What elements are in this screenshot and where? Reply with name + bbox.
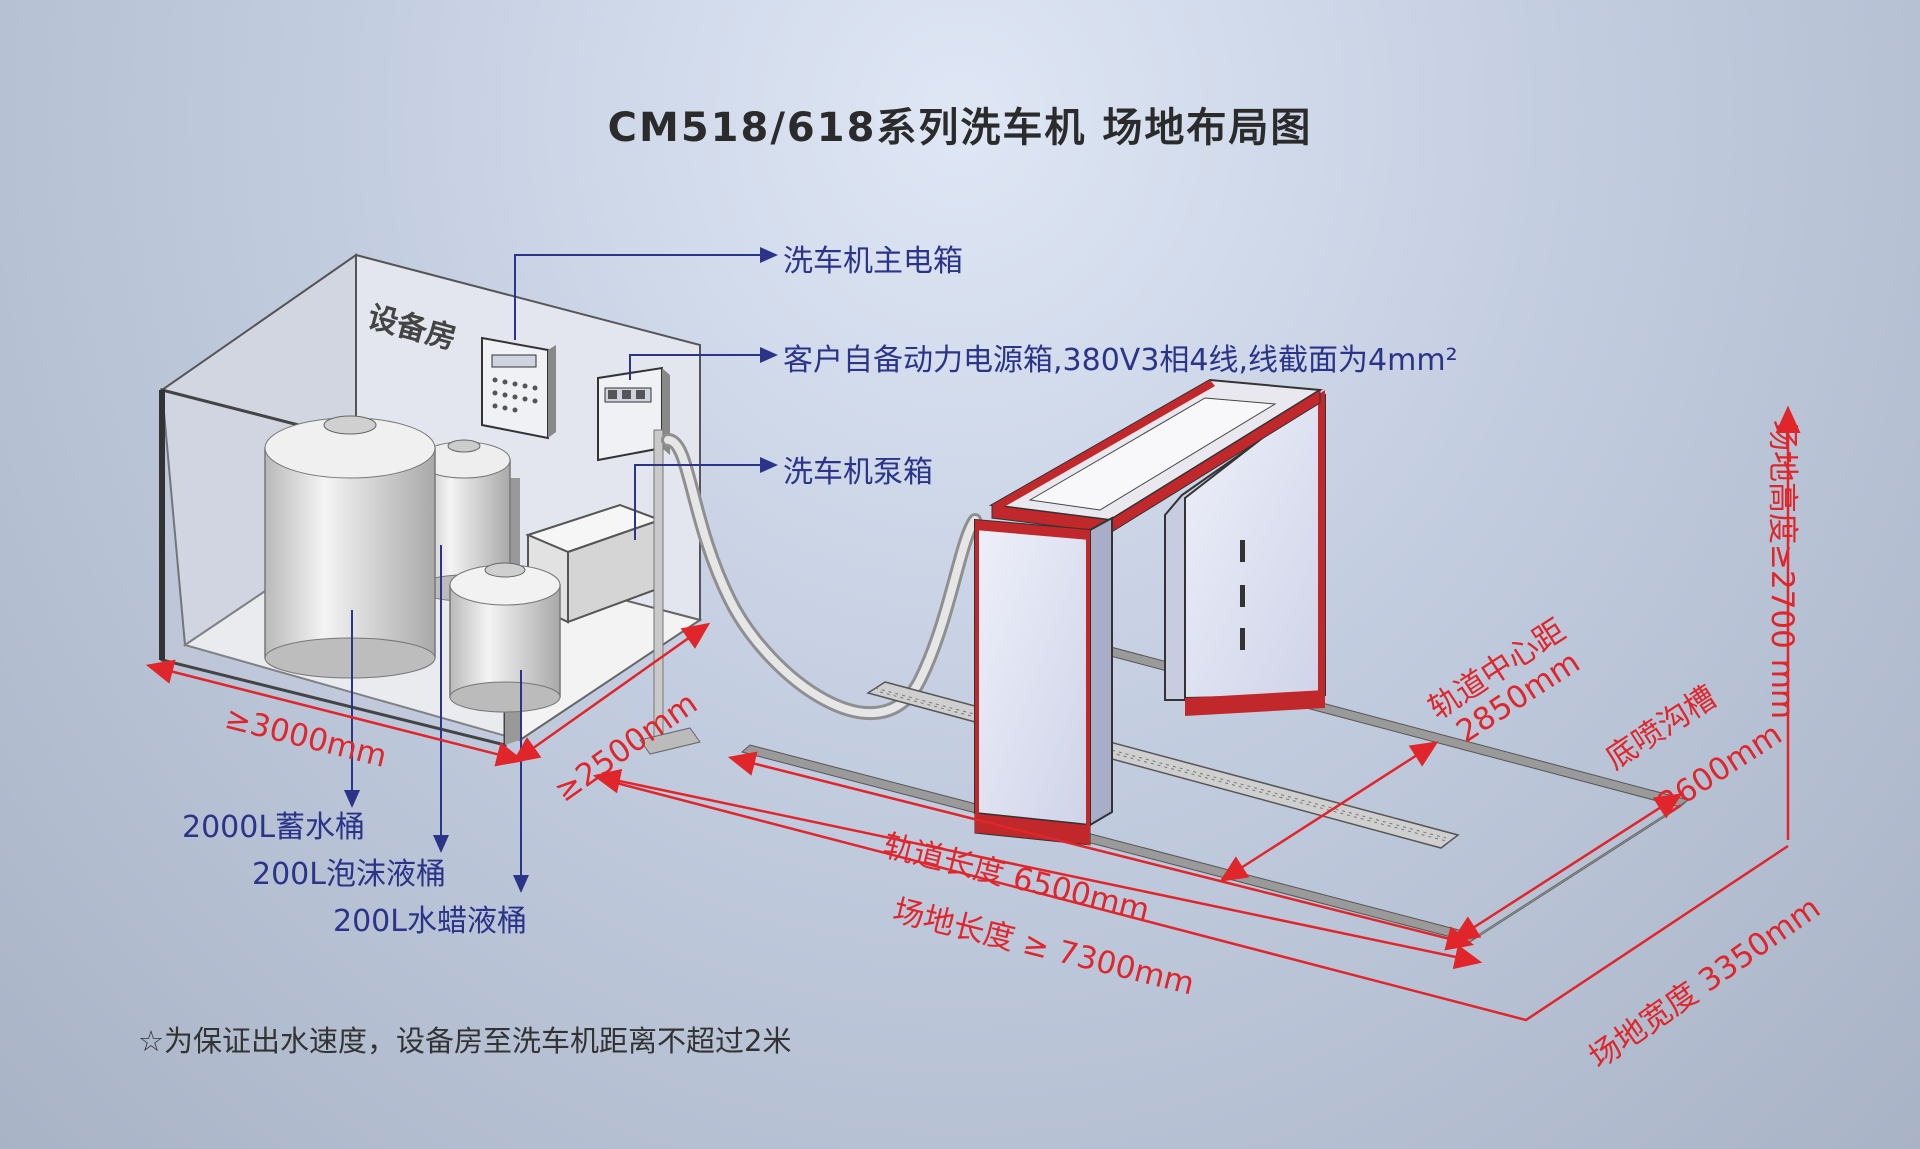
foam-tank-callout: 200L泡沫液桶: [252, 857, 446, 892]
water-tank-callout: 2000L蓄水桶: [182, 810, 366, 845]
site-height-label: 场地高度≥2700 mm: [1764, 420, 1800, 720]
water-tank: [264, 415, 436, 679]
dimension-lines: [145, 405, 1801, 1022]
page-title: CM518/618系列洗车机 场地布局图: [607, 105, 1313, 151]
main-control-box: [481, 336, 556, 440]
power-box-callout: 客户自备动力电源箱,380V3相4线,线截面为4mm²: [783, 343, 1458, 378]
main-box-callout: 洗车机主电箱: [783, 244, 963, 279]
wax-tank-callout: 200L水蜡液桶: [333, 904, 527, 939]
pump-box-callout: 洗车机泵箱: [783, 455, 933, 490]
gantry-wash-machine: [974, 378, 1326, 846]
footnote: ☆为保证出水速度，设备房至洗车机距离不超过2米: [138, 1024, 792, 1058]
wax-tank: [449, 562, 561, 713]
